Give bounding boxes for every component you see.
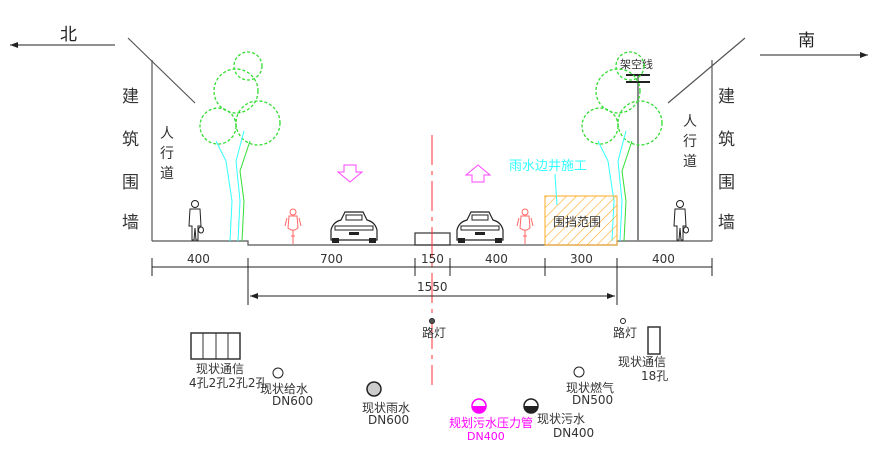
telecom-left: 现状通信 4孔2孔2孔2孔 <box>189 332 268 390</box>
construction-note: 雨水边井施工 <box>509 159 587 174</box>
svg-text:筑: 筑 <box>122 130 139 150</box>
sewer-pipe: 现状污水 DN400 <box>523 398 594 440</box>
dim-sidewalk-left: 400 <box>187 252 210 266</box>
svg-text:建: 建 <box>122 87 139 107</box>
water-supply-pipe: 现状给水 DN600 <box>260 367 313 408</box>
building-wall-right-label: 建 筑 围 墙 <box>718 87 735 233</box>
svg-text:18孔: 18孔 <box>641 369 668 383</box>
svg-text:现状通信: 现状通信 <box>618 355 666 369</box>
overhead-line-label: 架空线 <box>620 57 653 71</box>
enclosure-label: 围挡范围 <box>553 215 601 229</box>
svg-text:墙: 墙 <box>718 213 735 233</box>
up-arrow-icon <box>464 164 492 183</box>
svg-text:人: 人 <box>683 114 697 130</box>
svg-text:围: 围 <box>122 173 139 193</box>
svg-text:行: 行 <box>160 146 174 162</box>
svg-text:DN600: DN600 <box>368 413 409 427</box>
streetlight-right: 路灯 <box>613 318 637 340</box>
dim-total: 1550 <box>417 280 448 294</box>
dim-median: 150 <box>421 252 444 266</box>
svg-text:现状给水: 现状给水 <box>260 382 308 396</box>
car-icon <box>456 211 504 244</box>
car-icon <box>330 211 378 244</box>
sidewalk-right-label: 人 行 道 <box>683 114 697 170</box>
dimension-lines <box>151 258 713 305</box>
north-arrow: 北 <box>10 25 115 48</box>
svg-text:现状雨水: 现状雨水 <box>362 401 410 415</box>
streetlight-left: 路灯 <box>422 318 446 340</box>
cyclist-icon <box>516 208 534 245</box>
svg-text:4孔2孔2孔2孔: 4孔2孔2孔2孔 <box>189 376 268 390</box>
svg-text:现状污水: 现状污水 <box>537 412 585 426</box>
svg-text:路灯: 路灯 <box>613 325 637 340</box>
tree-icon <box>199 51 281 242</box>
note-leader-line <box>554 173 558 206</box>
svg-text:DN600: DN600 <box>272 394 313 408</box>
svg-text:现状燃气: 现状燃气 <box>566 380 614 395</box>
south-arrow: 南 <box>760 31 868 58</box>
down-arrow-icon <box>336 164 364 183</box>
svg-text:建: 建 <box>718 87 735 107</box>
north-label: 北 <box>60 25 77 45</box>
telecom-right: 现状通信 18孔 <box>618 326 668 383</box>
south-label: 南 <box>798 31 815 51</box>
dim-lane-left: 700 <box>320 252 343 266</box>
svg-text:围: 围 <box>718 173 735 193</box>
planned-sewer-pipe: 规划污水压力管 DN400 <box>449 398 533 443</box>
svg-text:DN400: DN400 <box>553 426 594 440</box>
svg-text:现状通信: 现状通信 <box>196 362 244 376</box>
building-wall-left-label: 建 筑 围 墙 <box>122 87 139 233</box>
storm-pipe: 现状雨水 DN600 <box>362 381 410 427</box>
svg-text:人: 人 <box>160 126 174 142</box>
pedestrian-icon <box>188 200 204 241</box>
svg-text:筑: 筑 <box>718 130 735 150</box>
gas-pipe: 现状燃气 DN500 <box>566 366 614 407</box>
svg-text:道: 道 <box>683 154 697 170</box>
dim-sidewalk-right: 400 <box>652 252 675 266</box>
svg-text:路灯: 路灯 <box>422 325 446 340</box>
svg-text:行: 行 <box>683 134 697 150</box>
dim-enclosure: 300 <box>570 252 593 266</box>
svg-text:DN400: DN400 <box>467 430 505 443</box>
cyclist-icon <box>284 208 302 245</box>
svg-text:规划污水压力管: 规划污水压力管 <box>449 415 533 430</box>
svg-text:墙: 墙 <box>122 213 139 233</box>
dim-lane-right: 400 <box>485 252 508 266</box>
sidewalk-left-label: 人 行 道 <box>160 126 174 182</box>
svg-text:道: 道 <box>160 166 174 182</box>
pedestrian-icon <box>673 200 689 241</box>
svg-text:DN500: DN500 <box>572 393 613 407</box>
